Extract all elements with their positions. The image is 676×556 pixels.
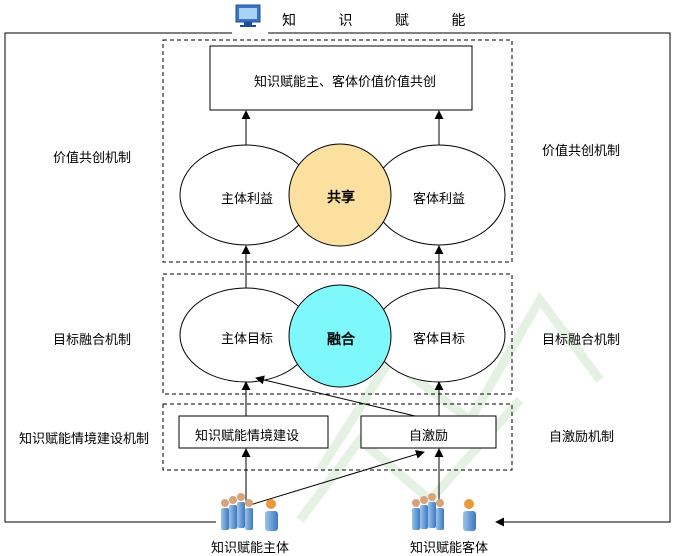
feedback-loop: [4, 32, 671, 527]
merge-circle: [288, 284, 392, 388]
subject-benefit-label: 主体利益: [221, 192, 274, 207]
context-building-box: [178, 415, 329, 449]
self-incentive-label: 自激励: [409, 429, 449, 444]
subject-goal-label: 主体目标: [221, 332, 274, 347]
object-goal-label: 客体目标: [413, 332, 466, 347]
left-co-creation-label: 价值共创机制: [53, 151, 132, 166]
value-co-creation-box: [209, 45, 473, 111]
flow-arrows: [241, 110, 444, 506]
value-co-creation-text: 知识赋能主、客体价值价值共创: [254, 75, 437, 90]
diagram-title: 知 识 赋 能: [282, 13, 485, 29]
object-actor-label: 知识赋能客体: [410, 541, 489, 556]
object-people-icon: [412, 493, 476, 531]
computer-icon: [235, 4, 261, 27]
right-fusion-label: 目标融合机制: [542, 333, 621, 348]
left-context-label: 知识赋能情境建设机制: [19, 432, 150, 447]
shared-circle: [288, 143, 392, 247]
fusion-group: [162, 273, 513, 395]
right-co-creation-label: 价值共创机制: [542, 144, 621, 159]
left-fusion-label: 目标融合机制: [53, 333, 132, 348]
subject-actor-label: 知识赋能主体: [211, 541, 290, 556]
right-context-label: 自激励机制: [549, 430, 615, 445]
self-incentive-box: [360, 415, 497, 449]
subject-people-icon: [221, 493, 278, 531]
shared-label: 共享: [327, 190, 355, 206]
object-benefit-label: 客体利益: [413, 192, 466, 207]
merge-label: 融合: [327, 332, 355, 348]
co-creation-group: [162, 39, 513, 263]
context-building-label: 知识赋能情境建设: [195, 429, 300, 444]
context-group: [162, 403, 513, 471]
